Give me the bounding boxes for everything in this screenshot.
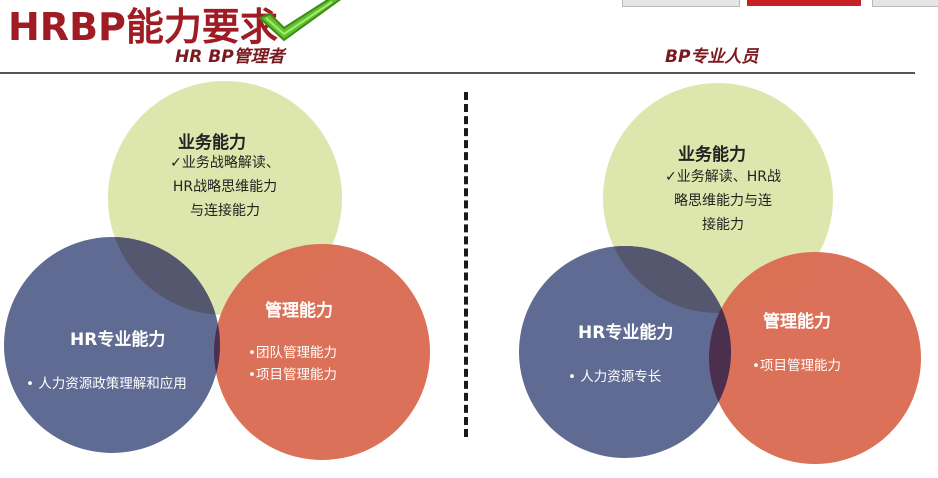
header-rule xyxy=(0,72,915,74)
left-business-line-1: ✓业务战略解读、 xyxy=(170,155,280,171)
top-tab-2[interactable] xyxy=(747,0,861,6)
left-management-circle xyxy=(214,244,430,460)
right-venn xyxy=(519,83,921,464)
left-management-title: 管理能力 xyxy=(265,301,333,321)
right-hr-business-overlap xyxy=(603,246,731,313)
right-business-text: ✓业务解读、HR战 略思维能力与连 接能力 xyxy=(648,165,798,237)
left-business-title: 业务能力 xyxy=(178,133,246,153)
right-business-title: 业务能力 xyxy=(678,145,746,165)
left-hr-title: HR专业能力 xyxy=(70,330,166,350)
left-hr-text: • 人力资源政策理解和应用 xyxy=(26,373,187,395)
left-management-text: •团队管理能力 •项目管理能力 xyxy=(248,342,337,386)
left-management-line-1: •团队管理能力 xyxy=(248,345,337,361)
green-checkmark-icon xyxy=(258,0,341,42)
left-hr-business-overlap xyxy=(108,237,220,315)
left-business-text: ✓业务战略解读、 HR战略思维能力 与连接能力 xyxy=(150,151,300,223)
right-hr-text: • 人力资源专长 xyxy=(568,366,661,388)
right-business-line-1: ✓业务解读、HR战 xyxy=(665,169,781,185)
right-hr-line-1: • 人力资源专长 xyxy=(568,369,662,385)
left-business-line-2: HR战略思维能力 xyxy=(172,179,278,195)
left-hr-line-1: • 人力资源政策理解和应用 xyxy=(26,376,187,392)
panel-divider xyxy=(464,92,468,437)
right-business-line-3: 接能力 xyxy=(702,217,744,233)
left-venn xyxy=(4,81,430,460)
right-panel-heading: BP专业人员 xyxy=(665,47,759,67)
right-management-circle xyxy=(709,252,921,464)
right-hr-title: HR专业能力 xyxy=(578,323,674,343)
right-management-title: 管理能力 xyxy=(763,312,831,332)
right-business-line-2: 略思维能力与连 xyxy=(674,193,772,209)
right-management-text: •项目管理能力 xyxy=(752,355,841,377)
left-panel-heading: HR BP管理者 xyxy=(175,47,285,67)
right-management-line-1: •项目管理能力 xyxy=(752,358,841,374)
left-business-line-3: 与连接能力 xyxy=(190,203,260,219)
top-tab-1[interactable] xyxy=(622,0,740,7)
page-title: HRBP能力要求 xyxy=(8,5,278,49)
left-management-line-2: •项目管理能力 xyxy=(248,367,337,383)
top-tab-3[interactable] xyxy=(872,0,938,7)
